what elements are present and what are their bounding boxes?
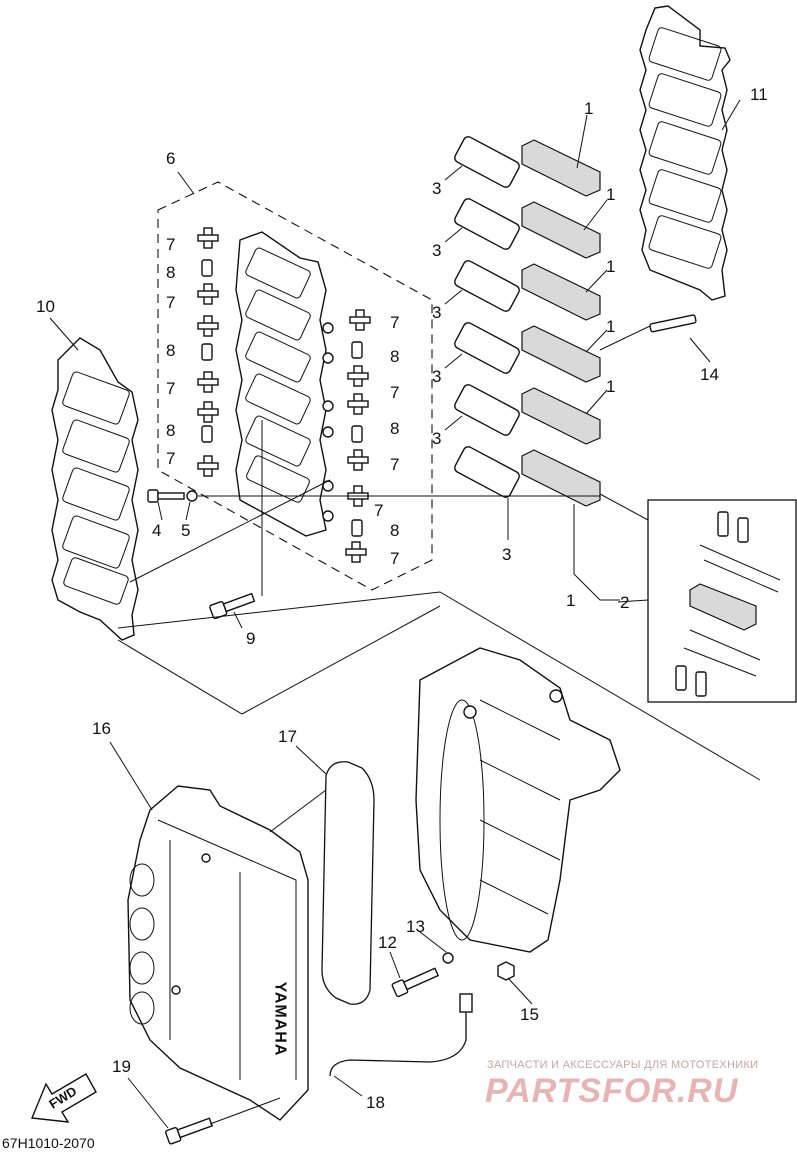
reed-valves-1 bbox=[521, 139, 601, 507]
label-17: 17 bbox=[278, 727, 297, 746]
washer-5 bbox=[186, 490, 198, 502]
bolt-9 bbox=[209, 592, 256, 620]
label-7a: 7 bbox=[166, 235, 176, 254]
bolt-19 bbox=[165, 1117, 214, 1145]
hose-18 bbox=[329, 994, 467, 1077]
label-12: 12 bbox=[378, 933, 397, 952]
fwd-arrow-icon bbox=[30, 1073, 97, 1123]
label-1b: 1 bbox=[606, 185, 616, 204]
label-15: 15 bbox=[520, 1005, 539, 1024]
label-10: 10 bbox=[36, 297, 55, 316]
gasket-17 bbox=[321, 761, 375, 1005]
label-1f: 1 bbox=[566, 591, 576, 610]
watermark-brand: PARTSFOR.RU bbox=[485, 1072, 739, 1110]
label-7h: 7 bbox=[374, 501, 384, 520]
label-3c: 3 bbox=[432, 303, 442, 322]
label-3e: 3 bbox=[432, 429, 442, 448]
label-4: 4 bbox=[152, 521, 162, 540]
label-8a: 8 bbox=[166, 263, 176, 282]
gasket-10 bbox=[51, 337, 139, 641]
label-8d: 8 bbox=[390, 347, 400, 366]
stud-14 bbox=[649, 314, 697, 333]
label-8e: 8 bbox=[390, 419, 400, 438]
label-8f: 8 bbox=[390, 521, 400, 540]
plate-fittings bbox=[322, 322, 334, 522]
label-13: 13 bbox=[406, 917, 425, 936]
label-14: 14 bbox=[700, 365, 719, 384]
label-7e: 7 bbox=[390, 313, 400, 332]
watermark-tagline: ЗАПЧАСТИ И АКСЕССУАРЫ ДЛЯ МОТОТЕХНИКИ bbox=[487, 1059, 759, 1071]
label-8b: 8 bbox=[166, 341, 176, 360]
label-7g: 7 bbox=[390, 455, 400, 474]
label-3f: 3 bbox=[502, 545, 512, 564]
hoses-8-right bbox=[351, 341, 363, 537]
reed-detail-inset bbox=[647, 499, 797, 703]
label-2: 2 bbox=[620, 593, 630, 612]
gasket-11 bbox=[639, 5, 731, 301]
fittings-7-left bbox=[197, 227, 219, 477]
label-3b: 3 bbox=[432, 241, 442, 260]
label-1c: 1 bbox=[606, 257, 616, 276]
hoses-8-left bbox=[201, 259, 213, 443]
leader-lines bbox=[49, 99, 741, 1129]
label-11: 11 bbox=[750, 85, 768, 104]
bolt-4 bbox=[147, 489, 185, 503]
label-7i: 7 bbox=[390, 549, 400, 568]
washer-13 bbox=[442, 952, 454, 964]
label-3d: 3 bbox=[432, 367, 442, 386]
label-7c: 7 bbox=[166, 379, 176, 398]
label-1d: 1 bbox=[606, 317, 616, 336]
nut-15 bbox=[497, 961, 515, 981]
label-16: 16 bbox=[92, 719, 111, 738]
label-7f: 7 bbox=[390, 383, 400, 402]
label-3a: 3 bbox=[432, 179, 442, 198]
reed-gaskets-3 bbox=[454, 136, 520, 498]
assembly-6-outline bbox=[157, 181, 433, 591]
bolt-12 bbox=[391, 967, 440, 998]
label-6: 6 bbox=[166, 149, 176, 168]
reed-plate-6 bbox=[235, 231, 327, 537]
label-5: 5 bbox=[181, 521, 191, 540]
cover-brand-text: YAMAHA bbox=[271, 981, 289, 1057]
label-9: 9 bbox=[246, 629, 256, 648]
label-19: 19 bbox=[112, 1057, 131, 1076]
label-18: 18 bbox=[366, 1093, 385, 1112]
label-8c: 8 bbox=[166, 421, 176, 440]
label-7b: 7 bbox=[166, 293, 176, 312]
label-7d: 7 bbox=[166, 449, 176, 468]
label-1e: 1 bbox=[606, 377, 616, 396]
cover-16 bbox=[127, 785, 309, 1121]
label-1a: 1 bbox=[584, 99, 594, 118]
diagram-code: 67H1010-2070 bbox=[2, 1135, 95, 1151]
intake-manifold bbox=[415, 647, 621, 953]
